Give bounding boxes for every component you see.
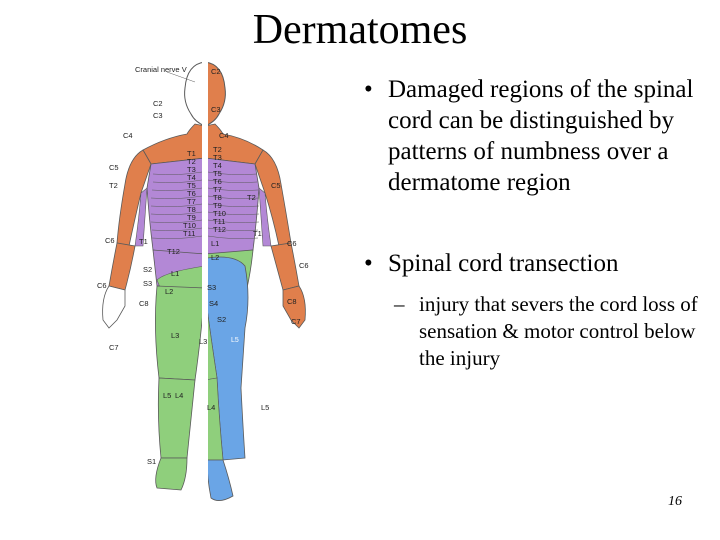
label-c2-right: C2 xyxy=(211,67,221,76)
label-l1-right: L1 xyxy=(211,239,219,248)
label-l1-left: L1 xyxy=(171,269,179,278)
label-c7-left: C7 xyxy=(109,343,119,352)
label-t10-right: T10 xyxy=(213,209,226,218)
arm-right-inner xyxy=(258,187,272,247)
label-s1-left: S1 xyxy=(147,457,156,466)
page-number: 16 xyxy=(668,494,682,509)
label-s1-right: S1 xyxy=(231,467,240,474)
leg-left xyxy=(157,377,196,459)
label-t6-left: T6 xyxy=(187,189,196,198)
label-c6-right: C6 xyxy=(287,239,297,248)
label-c6-left-2: C6 xyxy=(97,281,107,290)
label-c6-left: C6 xyxy=(105,236,115,245)
label-t10-left: T10 xyxy=(183,221,196,230)
label-c3-left: C3 xyxy=(153,111,163,120)
foot-left xyxy=(155,457,188,491)
bullet-1-text: Damaged regions of the spinal cord can b… xyxy=(388,76,694,196)
label-t6-right: T6 xyxy=(213,177,222,186)
label-t2b-left: T2 xyxy=(187,157,196,166)
label-l5-left: L5 xyxy=(163,391,171,400)
label-t12-left: T12 xyxy=(167,247,180,256)
labels-left: Cranial nerve V C2 C3 C4 C5 T2 C6 C6 C8 … xyxy=(97,65,196,466)
label-l5-right-2: L5 xyxy=(261,403,269,412)
thorax-bands xyxy=(150,171,260,239)
label-t3-right: T3 xyxy=(213,153,222,162)
label-t4-left: T4 xyxy=(187,173,196,182)
thigh-left xyxy=(155,285,206,381)
label-t9-left: T9 xyxy=(187,213,196,222)
label-c2-left: C2 xyxy=(153,99,163,108)
label-c8-left: C8 xyxy=(139,299,149,308)
label-t11-left: T11 xyxy=(183,229,195,238)
thorax-left xyxy=(146,157,206,255)
dermatome-figure: Cranial nerve V C2 C3 C4 C5 T2 C6 C6 C8 … xyxy=(95,58,310,510)
label-s2-left: S2 xyxy=(143,265,152,274)
label-cranial: Cranial nerve V xyxy=(135,65,187,74)
label-t12-right: T12 xyxy=(213,225,226,234)
label-l4-right: L4 xyxy=(207,403,215,412)
cranial-pointer xyxy=(166,71,196,83)
label-t1-arm-left: T1 xyxy=(139,237,148,246)
label-t2-left: T2 xyxy=(109,181,118,190)
label-c4-right: C4 xyxy=(219,131,229,140)
foot-right xyxy=(206,459,234,501)
label-t5-left: T5 xyxy=(187,181,196,190)
head-right xyxy=(204,61,226,127)
label-t11-right: T11 xyxy=(213,217,225,226)
label-l4-left: L4 xyxy=(175,391,183,400)
bullet-1-marker: • xyxy=(364,76,373,103)
label-s4-right: S4 xyxy=(209,299,218,308)
forearm-right xyxy=(270,242,300,291)
bullet-2: • Spinal cord transection xyxy=(362,248,702,279)
label-c3-right: C3 xyxy=(211,105,221,114)
sub-bullet-1-marker: – xyxy=(394,292,405,316)
label-c8-right: C8 xyxy=(287,297,297,306)
hand-left xyxy=(102,285,126,329)
label-l3-left: L3 xyxy=(171,331,179,340)
hand-right xyxy=(282,285,306,329)
label-s3-left: S3 xyxy=(143,279,152,288)
label-l2-right: L2 xyxy=(211,253,219,262)
label-t4-right: T4 xyxy=(213,161,222,170)
label-t8-left: T8 xyxy=(187,205,196,214)
label-l3-right: L3 xyxy=(199,337,207,346)
label-t2-right-a: T2 xyxy=(213,145,222,154)
bullet-list: • Damaged regions of the spinal cord can… xyxy=(362,74,702,372)
forearm-left xyxy=(108,242,136,291)
bullet-1: • Damaged regions of the spinal cord can… xyxy=(362,74,702,198)
label-l5-right: L5 xyxy=(231,337,239,344)
label-t3-left: T3 xyxy=(187,165,196,174)
label-c5-right: C5 xyxy=(271,181,281,190)
label-t9-right: T9 xyxy=(213,201,222,210)
label-c5-left: C5 xyxy=(109,163,119,172)
labels-right: C2 C3 C4 T2 T3 T4 T5 T6 T7 T8 T9 T10 T11… xyxy=(199,67,309,474)
sub-bullet-1-text: injury that severs the cord loss of sens… xyxy=(419,292,698,370)
sub-bullet-1: – injury that severs the cord loss of se… xyxy=(394,291,702,372)
label-s2-right: S2 xyxy=(217,315,226,324)
arm-right-upper xyxy=(254,149,292,247)
label-t2-right: T2 xyxy=(247,193,256,202)
label-t1-left: T1 xyxy=(187,149,196,158)
label-t5-right: T5 xyxy=(213,169,222,178)
arm-left-upper xyxy=(116,149,152,247)
bullet-2-text: Spinal cord transection xyxy=(388,250,619,277)
label-c7-right: C7 xyxy=(291,317,301,326)
arm-left-inner xyxy=(134,187,148,247)
bullet-2-marker: • xyxy=(364,250,373,277)
label-c4-left: C4 xyxy=(123,131,133,140)
dermatome-illustration: Cranial nerve V C2 C3 C4 C5 T2 C6 C6 C8 … xyxy=(97,58,309,510)
head-left xyxy=(184,61,206,127)
label-s3-right: S3 xyxy=(207,283,216,292)
label-t7-left: T7 xyxy=(187,197,196,206)
label-t8-right: T8 xyxy=(213,193,222,202)
label-l2-left: L2 xyxy=(165,287,173,296)
midline xyxy=(202,58,208,510)
label-c6-right-2: C6 xyxy=(299,261,309,270)
slide-title: Dermatomes xyxy=(252,7,468,53)
label-t1-right: T1 xyxy=(253,229,262,238)
label-t7-right: T7 xyxy=(213,185,222,194)
